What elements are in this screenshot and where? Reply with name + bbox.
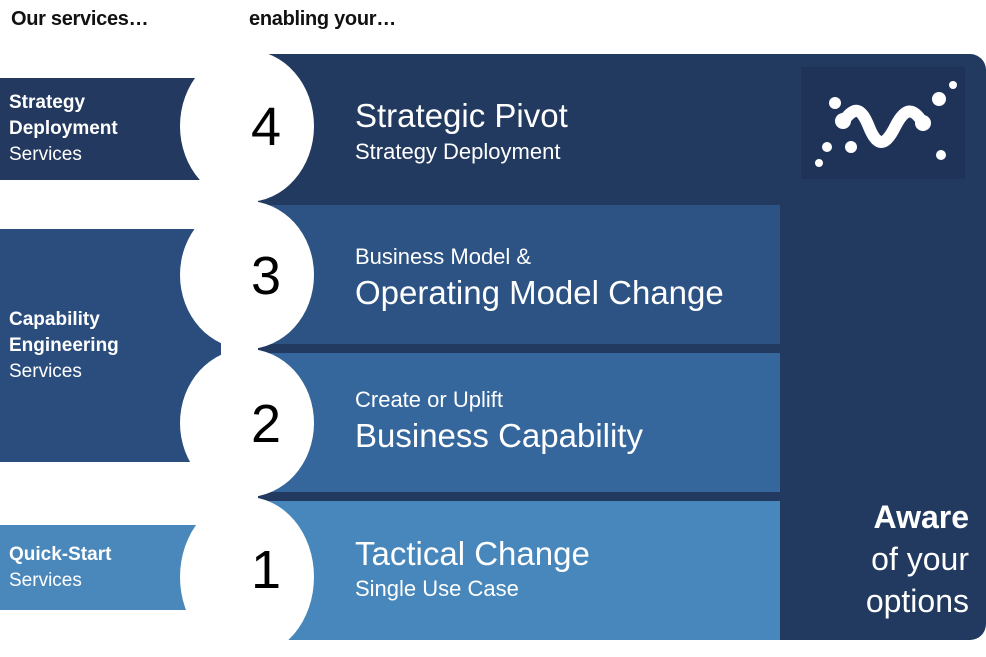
level-3-band (258, 205, 780, 344)
level-1-number: 1 (250, 540, 282, 600)
level-1-band (258, 501, 780, 640)
level-1-notch (180, 497, 314, 657)
capability-services-line1: Capability (9, 308, 100, 330)
level-4-notch (180, 50, 314, 202)
strategy-services-line3: Services (9, 144, 82, 165)
level-3-notch (180, 201, 314, 349)
level-1-title: Tactical Change (355, 535, 590, 572)
level-2-pretitle: Create or Uplift (355, 387, 503, 412)
brand-logo-icon (801, 67, 965, 179)
enabling-header: enabling your… (249, 8, 396, 30)
level-1-subtitle: Single Use Case (355, 576, 519, 601)
level-2-title: Business Capability (355, 417, 643, 454)
capability-services-line3: Services (9, 360, 82, 382)
aware-line2: of your (871, 541, 969, 577)
strategy-services-line1: Strategy (9, 92, 86, 113)
level-4-title: Strategic Pivot (355, 97, 568, 134)
quickstart-services-line1: Quick-Start (9, 543, 112, 565)
quickstart-services-line2: Services (9, 569, 82, 591)
level-2-number: 2 (250, 394, 282, 454)
capability-services-line2: Engineering (9, 334, 119, 356)
level-3-number: 3 (250, 246, 282, 306)
level-3-title: Operating Model Change (355, 274, 724, 311)
strategy-services-line2: Deployment (9, 118, 118, 139)
level-4-subtitle: Strategy Deployment (355, 139, 561, 164)
services-header: Our services… (11, 8, 149, 30)
aware-of-options-text: Aware of your options (866, 496, 969, 622)
aware-line3: options (865, 583, 969, 619)
level-2-notch (180, 349, 314, 497)
level-2-band (258, 353, 780, 492)
level-3-pretitle: Business Model & (355, 244, 532, 269)
aware-line1: Aware (873, 499, 969, 535)
level-4-number: 4 (250, 97, 282, 157)
